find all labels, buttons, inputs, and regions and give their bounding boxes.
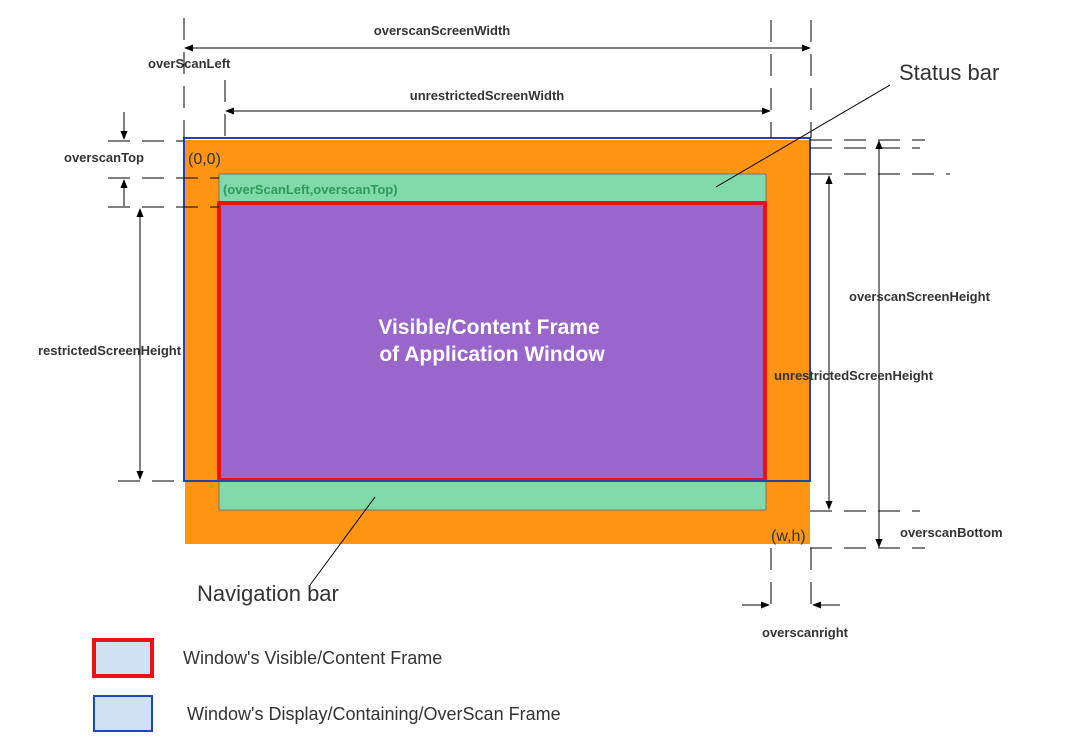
legend-display-frame-label: Window's Display/Containing/OverScan Fra… <box>187 704 561 724</box>
navigation-bar-callout-line <box>309 496 376 586</box>
overscan-right-label: overscanright <box>762 625 849 640</box>
legend-visible-frame-label: Window's Visible/Content Frame <box>183 648 442 668</box>
navigation-bar-label: Navigation bar <box>197 581 339 606</box>
overscan-bottom-label: overscanBottom <box>900 525 1003 540</box>
navigation-bar-area <box>218 479 767 511</box>
unrestricted-screen-width-label: unrestrictedScreenWidth <box>410 88 565 103</box>
status-bar-area <box>218 173 767 205</box>
wh-label: (w,h) <box>771 528 806 545</box>
content-frame-title-line2: of Application Window <box>379 343 605 366</box>
restricted-screen-height-label: restrictedScreenHeight <box>38 343 182 358</box>
overscan-origin-label: (overScanLeft,overscanTop) <box>223 182 398 197</box>
legend-visible-frame-swatch <box>92 638 154 678</box>
content-frame-title-line1: Visible/Content Frame <box>378 316 599 339</box>
legend: Window's Visible/Content Frame Window's … <box>92 638 561 732</box>
status-bar-callout-line <box>715 84 891 188</box>
content-frame <box>217 201 767 482</box>
origin-label: (0,0) <box>188 151 221 168</box>
overscan-top-label: overscanTop <box>64 150 144 165</box>
status-bar-label: Status bar <box>899 60 999 85</box>
display-frame-border <box>183 137 811 482</box>
overscan-screen-height-label: overscanScreenHeight <box>849 289 991 304</box>
legend-display-frame-swatch <box>93 695 153 732</box>
overscan-left-label: overScanLeft <box>148 56 231 71</box>
unrestricted-screen-height-label: unrestrictedScreenHeight <box>774 368 934 383</box>
overscan-screen-width-label: overscanScreenWidth <box>374 23 510 38</box>
